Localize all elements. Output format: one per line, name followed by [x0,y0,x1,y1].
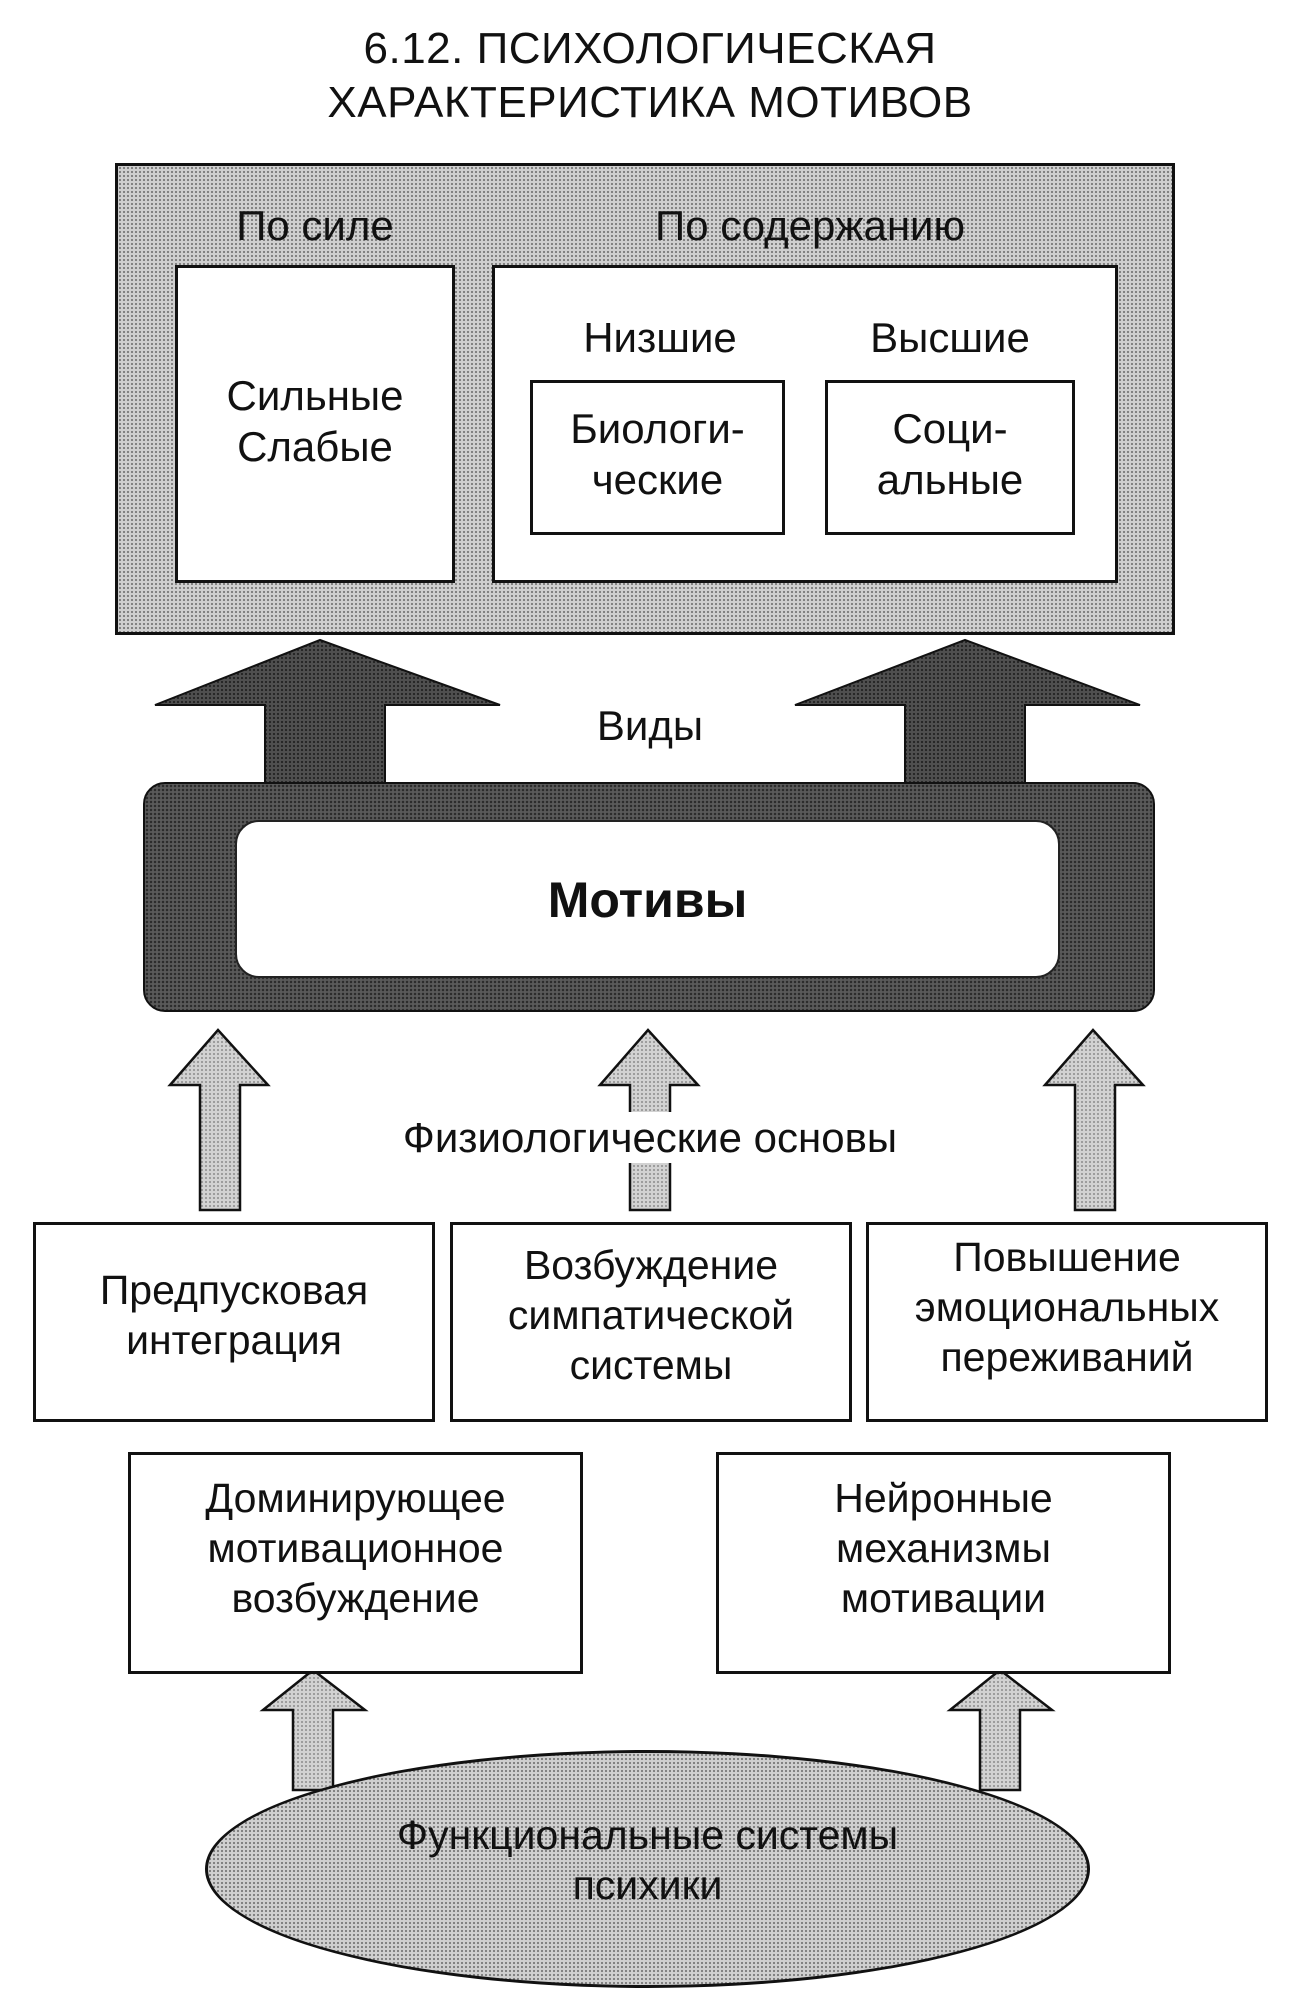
prestart-line-2: интеграция [126,1317,342,1364]
neuron-line-3: мотивации [840,1575,1047,1622]
strength-strong: Сильные [226,372,404,419]
functional-systems-ellipse [205,1750,1090,1988]
social-text: Соци- альные [825,403,1075,505]
emotional-line-1: Повышение [953,1234,1181,1280]
kinds-label: Виды [596,702,704,749]
motives-label: Мотивы [547,872,748,928]
neuron-mechanisms-text: Нейронные механизмы мотивации [716,1473,1171,1623]
functional-line-1: Функциональные системы [396,1812,899,1858]
social-line-2: альные [876,456,1024,504]
emotional-increase-box [866,1222,1268,1422]
dominant-excitation-box [128,1452,583,1674]
neuron-mechanisms-box [716,1452,1171,1674]
sympathetic-line-3: системы [569,1342,733,1389]
physiology-arrow-right [1042,1028,1146,1212]
dominant-excitation-text: Доминирующее мотивационное возбуждение [128,1473,583,1623]
strength-heading: По силе [236,202,394,249]
title-line-2: ХАРАКТЕРИСТИКА МОТИВОВ [327,77,973,127]
lower-label: Низшие [583,314,737,361]
emotional-increase-text: Повышение эмоциональных переживаний [866,1232,1268,1382]
strength-weak: Слабые [237,423,393,471]
prestart-integration-box [33,1222,435,1422]
strength-values: Сильные Слабые [175,370,455,472]
strength-box [175,265,455,583]
prestart-integration-text: Предпусковая интеграция [33,1265,435,1365]
sympathetic-excitation-box [450,1222,852,1422]
content-heading: По содержанию [655,202,965,249]
emotional-line-3: переживаний [940,1334,1194,1381]
dominant-line-3: возбуждение [231,1575,480,1622]
higher-label: Высшие [870,314,1030,361]
title-line-1: 6.12. ПСИХОЛОГИЧЕСКАЯ [363,24,937,73]
physiology-arrow-left [167,1028,271,1212]
social-line-1: Соци- [892,405,1008,452]
functional-systems-text: Функциональные системы психики [205,1810,1090,1910]
functional-line-2: психики [572,1862,723,1909]
dominant-line-1: Доминирующее [205,1475,506,1521]
neuron-line-1: Нейронные [834,1475,1053,1521]
sympathetic-excitation-text: Возбуждение симпатической системы [450,1240,852,1390]
source-arrow-left [259,1668,369,1792]
diagram-title: 6.12. ПСИХОЛОГИЧЕСКАЯ ХАРАКТЕРИСТИКА МОТ… [150,22,1150,129]
motives-box [235,820,1060,978]
biological-line-2: ческие [591,456,724,504]
sympathetic-line-2: симпатической [507,1292,795,1339]
biological-box [530,380,785,535]
sympathetic-line-1: Возбуждение [523,1242,779,1288]
kinds-arrow-left [154,638,501,786]
prestart-line-1: Предпусковая [99,1267,369,1313]
dominant-line-2: мотивационное [207,1525,504,1572]
biological-text: Биологи- ческие [530,403,785,505]
source-arrow-right [946,1668,1056,1792]
physiology-label: Физиологические основы [320,1112,980,1164]
emotional-line-2: эмоциональных [914,1284,1220,1331]
neuron-line-2: механизмы [836,1525,1051,1572]
biological-line-1: Биологи- [570,405,745,452]
kinds-arrow-right [794,638,1141,786]
social-box [825,380,1075,535]
